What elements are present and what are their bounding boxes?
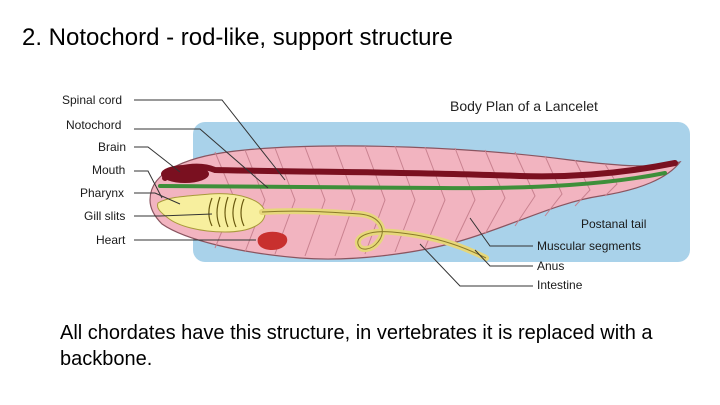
pharynx: [157, 193, 266, 233]
gill-slits: [208, 196, 245, 228]
brain: [161, 165, 209, 183]
label-anus: Anus: [537, 259, 564, 273]
label-postanal-tail: Postanal tail: [581, 217, 646, 231]
diagram-title: Body Plan of a Lancelet: [450, 98, 598, 114]
label-pharynx: Pharynx: [80, 186, 124, 200]
leader-lines: [134, 99, 533, 287]
label-mouth: Mouth: [92, 163, 125, 177]
label-muscular-segments: Muscular segments: [537, 239, 641, 253]
heart: [257, 231, 288, 250]
notochord: [158, 171, 667, 191]
label-heart: Heart: [96, 233, 126, 247]
label-spinal-cord: Spinal cord: [62, 93, 122, 107]
label-gill-slits: Gill slits: [84, 209, 125, 223]
label-intestine: Intestine: [537, 278, 583, 292]
caption: All chordates have this structure, in ve…: [60, 322, 653, 370]
label-brain: Brain: [98, 140, 126, 154]
slide-title: 2. Notochord - rod-like, support structu…: [22, 24, 453, 51]
label-notochord: Notochord: [66, 118, 121, 132]
spinal-cord: [162, 160, 678, 181]
